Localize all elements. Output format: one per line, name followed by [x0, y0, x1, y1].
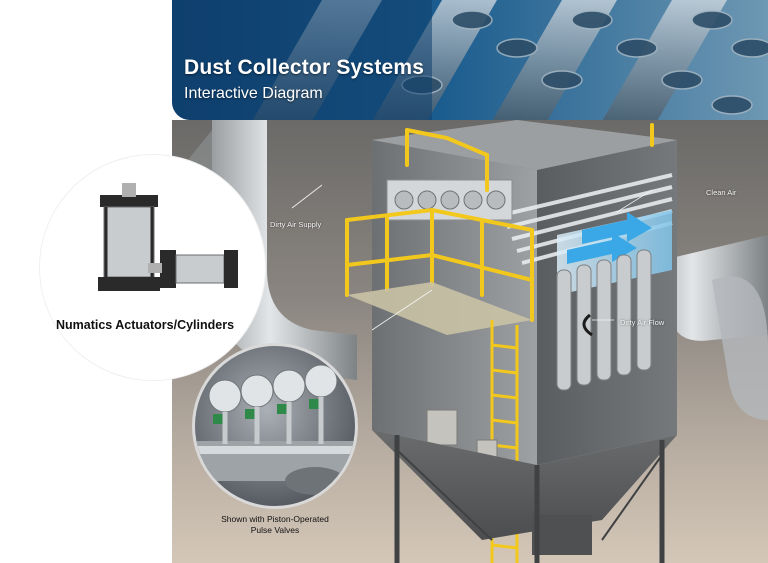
callout-clean-air: Clean Air: [706, 188, 737, 197]
valve-caption-line-2: Pulse Valves: [250, 525, 300, 535]
valve-caption: Shown with Piston-Operated Pulse Valves: [187, 514, 363, 536]
valve-caption-line-1: Shown with Piston-Operated: [221, 514, 329, 524]
callout-dirty-air-flow: Dirty Air Flow: [620, 318, 665, 327]
page-subtitle: Interactive Diagram: [184, 85, 323, 102]
callout-dirty-air-supply: Dirty Air Supply: [270, 220, 322, 229]
pulse-valve-zoom[interactable]: [192, 343, 358, 509]
header-banner: Dust Collector Systems Interactive Diagr…: [172, 0, 768, 120]
actuator-cylinder-image: [98, 183, 238, 291]
banner-filter-pattern: [172, 0, 768, 120]
actuator-label: Numatics Actuators/Cylinders: [55, 318, 235, 332]
page-title: Dust Collector Systems: [184, 56, 425, 79]
actuator-image-panel[interactable]: [40, 155, 265, 380]
dust-collector-drawing: [172, 120, 768, 563]
pulse-valve-image: [195, 364, 355, 495]
